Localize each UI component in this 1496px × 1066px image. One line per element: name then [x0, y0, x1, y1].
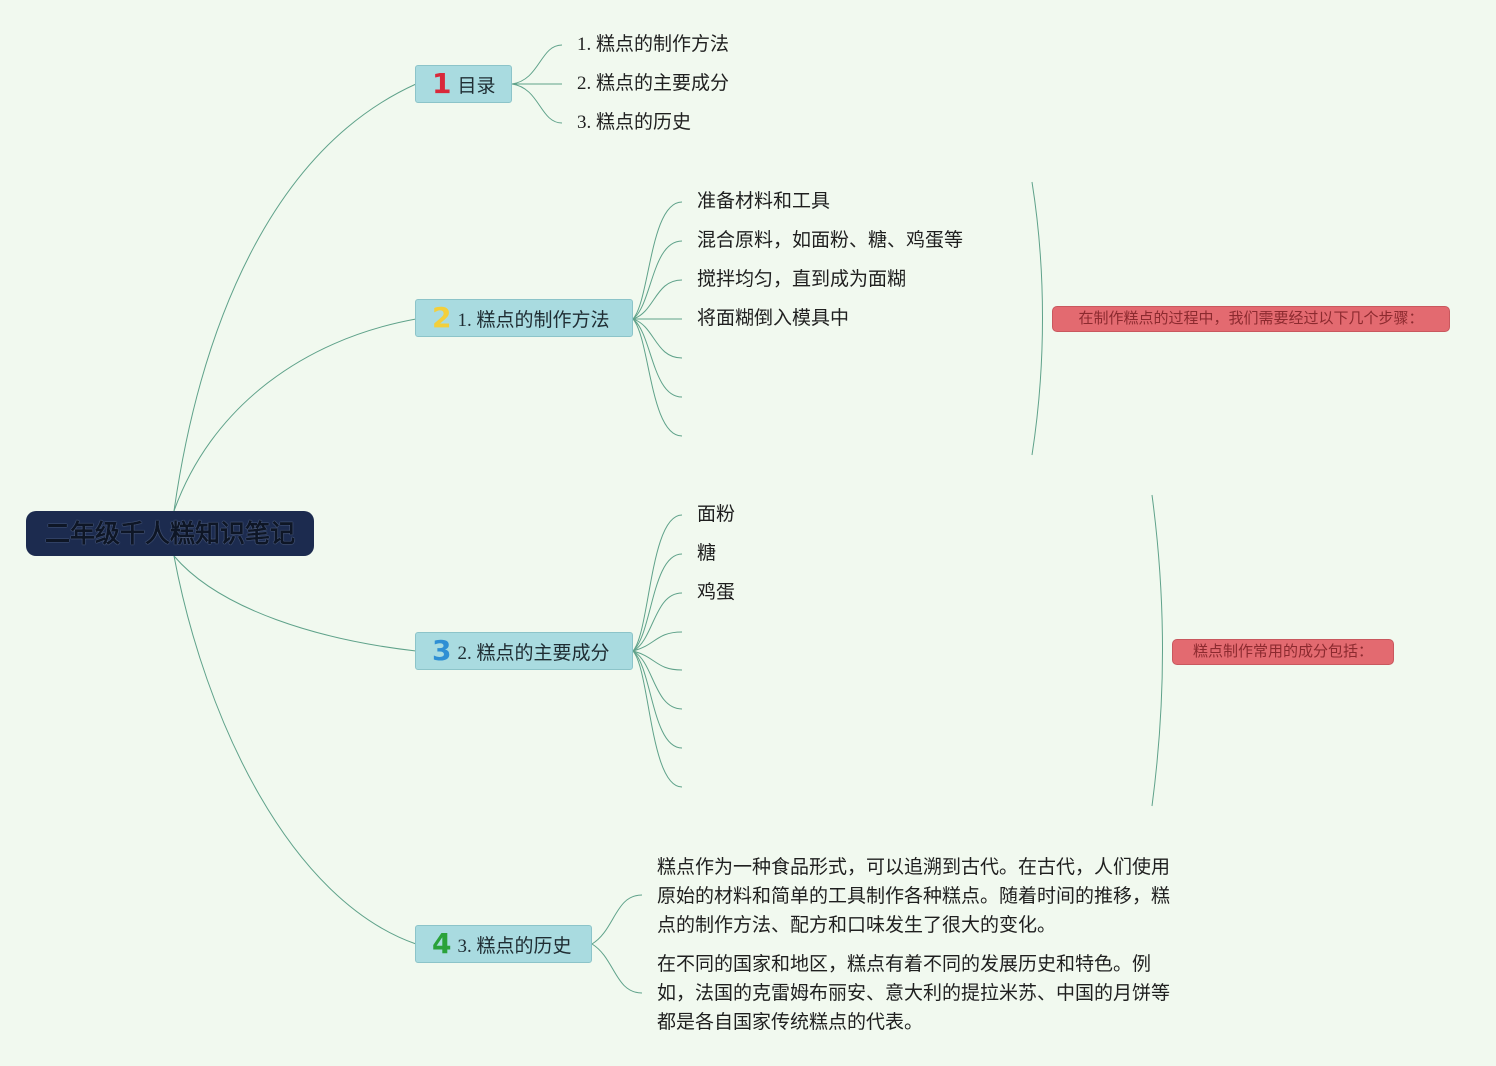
- connector-b3-c6: [632, 650, 683, 710]
- summary-bracket-1: [1031, 181, 1043, 456]
- history-paragraph-1[interactable]: 糕点作为一种食品形式，可以追溯到古代。在古代，人们使用原始的材料和简单的工具制作…: [657, 857, 1171, 936]
- connector-b2-c3: [632, 279, 683, 320]
- connector-b3-c1: [632, 514, 683, 652]
- number-marker-2-icon: 2: [432, 301, 452, 334]
- connector-b3-c5: [632, 650, 683, 671]
- connector-b1-c3: [511, 83, 563, 124]
- branch-ingredients[interactable]: 3 2. 糕点的主要成分: [415, 632, 633, 670]
- ingredient-item-3[interactable]: 鸡蛋: [697, 582, 736, 603]
- number-marker-4-icon: 4: [432, 927, 452, 960]
- method-step-1[interactable]: 准备材料和工具: [697, 191, 831, 212]
- history-paragraph-2[interactable]: 在不同的国家和地区，糕点有着不同的发展历史和特色。例如，法国的克雷姆布丽安、意大…: [657, 954, 1171, 1033]
- connector-b2-c1: [632, 201, 683, 320]
- connector-b2-c5: [632, 318, 683, 359]
- branch-method[interactable]: 2 1. 糕点的制作方法: [415, 299, 633, 337]
- ingredient-item-1[interactable]: 面粉: [697, 504, 736, 525]
- branch-toc[interactable]: 1 目录: [415, 65, 512, 103]
- number-marker-3-icon: 3: [432, 634, 452, 667]
- connector-root-branch-2: [173, 318, 417, 512]
- connector-b3-c3: [632, 592, 683, 652]
- branch-label: 目录: [457, 75, 496, 97]
- connector-b1-c1: [511, 44, 563, 85]
- connector-root-branch-3: [173, 555, 417, 652]
- connector-b4-c2: [591, 943, 643, 994]
- toc-item-3[interactable]: 3. 糕点的历史: [577, 112, 692, 133]
- connector-b3-c4: [632, 631, 683, 652]
- connector-b2-c2: [632, 240, 683, 320]
- branch-label: 2. 糕点的主要成分: [457, 642, 610, 664]
- connector-root-branch-1: [173, 83, 417, 512]
- branch-label: 3. 糕点的历史: [457, 935, 572, 957]
- method-step-2[interactable]: 混合原料，如面粉、糖、鸡蛋等: [697, 230, 964, 251]
- connector-b3-c8: [632, 650, 683, 788]
- connector-b3-c2: [632, 553, 683, 652]
- ingredient-item-2[interactable]: 糖: [697, 543, 717, 564]
- root-topic[interactable]: 二年级千人糕知识笔记: [26, 511, 314, 556]
- toc-item-2[interactable]: 2. 糕点的主要成分: [577, 73, 730, 94]
- summary-ingredients[interactable]: 糕点制作常用的成分包括：: [1172, 639, 1394, 665]
- summary-method[interactable]: 在制作糕点的过程中，我们需要经过以下几个步骤：: [1052, 306, 1450, 332]
- summary-bracket-2: [1151, 494, 1163, 807]
- connector-root-branch-4: [173, 555, 417, 945]
- number-marker-1-icon: 1: [432, 67, 452, 100]
- connector-b2-c6: [632, 318, 683, 398]
- method-step-3[interactable]: 搅拌均匀，直到成为面糊: [697, 269, 907, 290]
- connector-b3-c7: [632, 650, 683, 749]
- method-step-4[interactable]: 将面糊倒入模具中: [697, 308, 850, 329]
- connector-b4-c1: [591, 894, 643, 945]
- branch-history[interactable]: 4 3. 糕点的历史: [415, 925, 592, 963]
- branch-label: 1. 糕点的制作方法: [457, 309, 610, 331]
- connector-b2-c7: [632, 318, 683, 437]
- toc-item-1[interactable]: 1. 糕点的制作方法: [577, 34, 730, 55]
